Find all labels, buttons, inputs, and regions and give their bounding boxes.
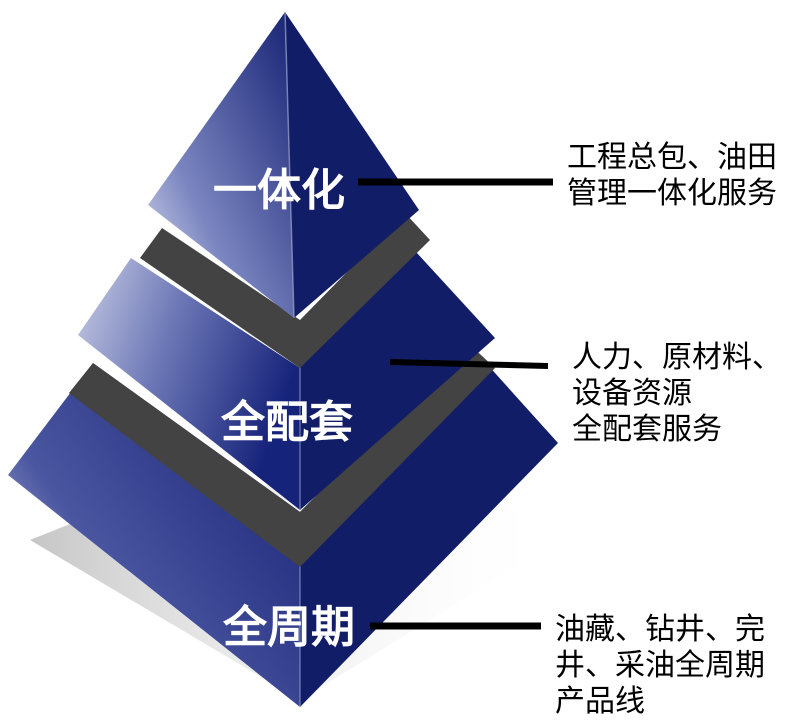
description-line: 人力、原材料、 bbox=[572, 340, 782, 375]
tier-middle bbox=[78, 240, 495, 510]
tier-top bbox=[148, 11, 419, 319]
tier-bottom-right-face bbox=[300, 343, 558, 707]
tier-middle-right-face bbox=[300, 240, 495, 510]
tier-bottom-label: 全周期 bbox=[222, 602, 355, 653]
description-line: 油藏、钻井、完 bbox=[555, 612, 765, 647]
description-line: 工程总包、油田 bbox=[567, 140, 777, 175]
tier-middle-left-face bbox=[78, 258, 300, 510]
band-upper bbox=[140, 213, 430, 368]
tier-top-edge bbox=[284, 11, 295, 319]
tier-top-description: 工程总包、油田 管理一体化服务 bbox=[567, 140, 777, 212]
tier-middle-description: 人力、原材料、 设备资源 全配套服务 bbox=[572, 340, 782, 448]
description-line: 管理一体化服务 bbox=[567, 176, 777, 211]
description-line: 井、采油全周期 bbox=[555, 648, 765, 683]
tier-bottom-description: 油藏、钻井、完 井、采油全周期 产品线 bbox=[555, 612, 765, 720]
description-line: 全配套服务 bbox=[572, 412, 722, 447]
tier-middle-label: 全配套 bbox=[220, 397, 353, 448]
description-line: 产品线 bbox=[555, 684, 645, 719]
description-line: 设备资源 bbox=[572, 376, 692, 411]
tier-top-left-face bbox=[148, 12, 294, 318]
tier-bottom-left-face bbox=[8, 363, 300, 707]
tier-top-label: 一体化 bbox=[213, 165, 345, 216]
tier-top-right-face bbox=[285, 12, 419, 318]
connector-line-middle bbox=[389, 359, 549, 369]
